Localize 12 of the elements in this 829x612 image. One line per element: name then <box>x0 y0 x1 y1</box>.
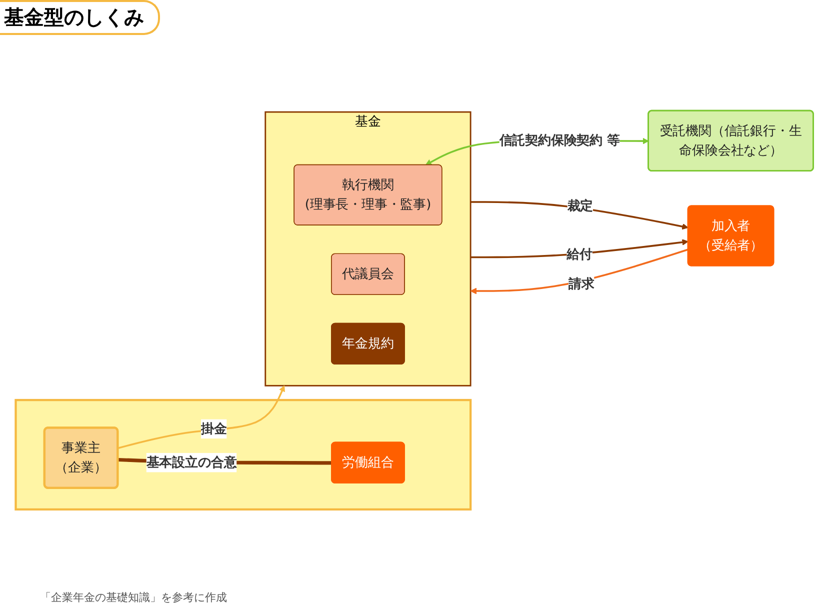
arrow <box>470 201 688 230</box>
edge-label: 基本設立の合意 <box>146 455 237 470</box>
edge-label: 給付 <box>566 247 593 262</box>
title: 基金型のしくみ <box>0 0 160 35</box>
edge-label: 信託契約保険契約 等 <box>499 133 620 148</box>
edge-label: 裁定 <box>567 198 594 214</box>
edge-label: 掛金 <box>200 421 227 436</box>
edge-label: 請求 <box>568 276 594 292</box>
cluster <box>14 398 472 510</box>
arrow <box>470 248 688 294</box>
arrow <box>117 385 285 450</box>
caption: 「企業年金の基礎知識」を参考に作成 <box>40 590 227 605</box>
